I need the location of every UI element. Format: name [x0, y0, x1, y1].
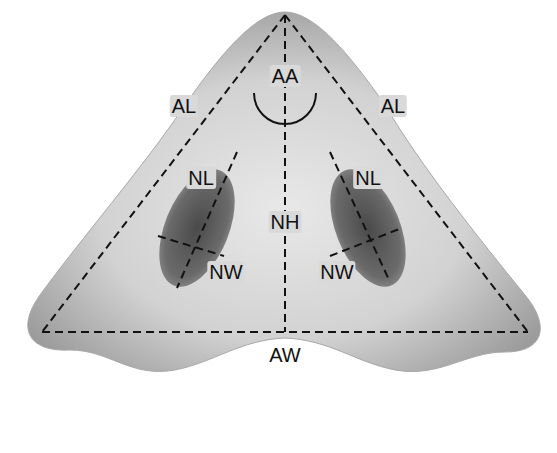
angle-label: AA — [270, 65, 301, 87]
dimension-label: AL — [170, 95, 198, 117]
alar-angle-arc — [254, 93, 316, 124]
dimension-label: AW — [267, 344, 302, 366]
left-nostril — [144, 159, 250, 298]
dimension-label: NW — [207, 261, 244, 283]
dimension-label: NL — [186, 167, 216, 189]
dimension-label: NL — [353, 167, 383, 189]
dimension-label: AL — [379, 95, 407, 117]
dimension-label: NH — [269, 211, 302, 233]
dimension-label: NW — [318, 261, 355, 283]
nose-outline — [28, 12, 541, 372]
right-nostril — [315, 159, 421, 298]
alar-length-line — [42, 15, 285, 332]
nostril-width-line — [158, 236, 224, 256]
alar-length-line — [285, 15, 528, 332]
nasal-height-line — [284, 15, 286, 332]
nostril-width-line — [330, 228, 402, 256]
